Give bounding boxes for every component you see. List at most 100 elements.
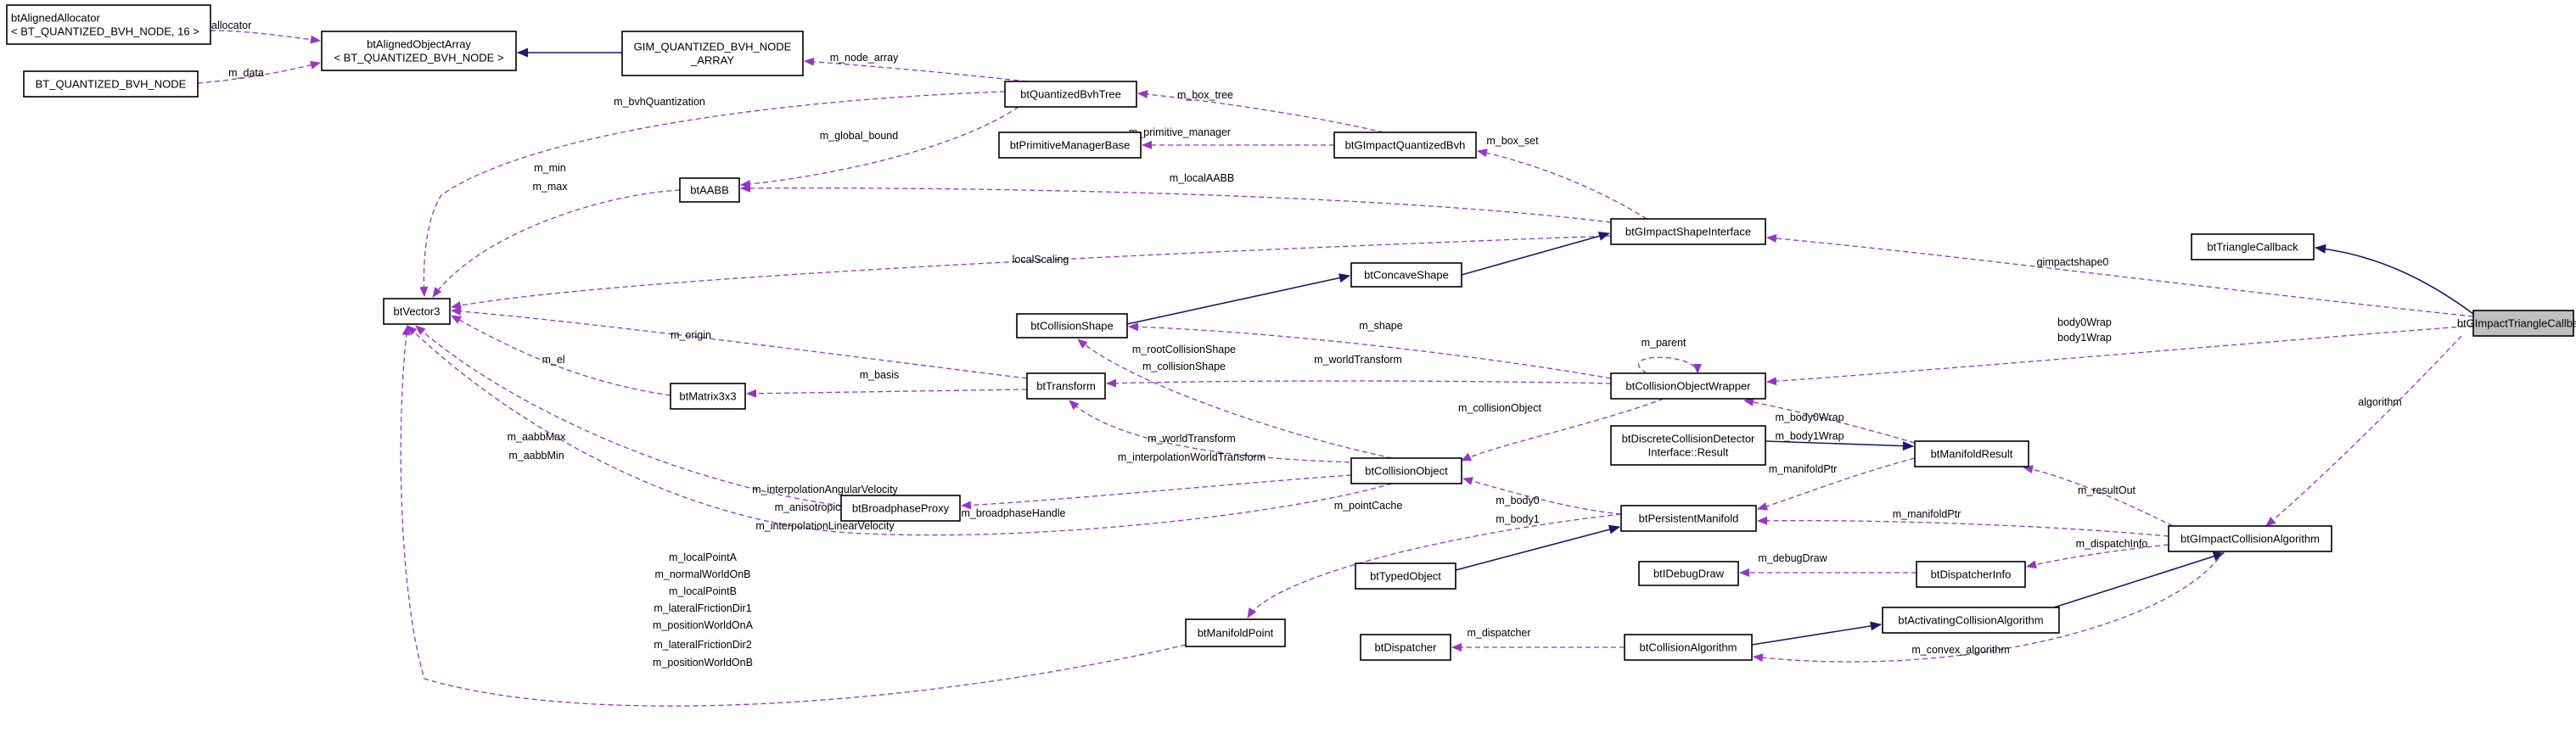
class-node-bt-quantized-bvh-tree[interactable]: btQuantizedBvhTree <box>1004 81 1137 108</box>
class-node-bt-typed-object[interactable]: btTypedObject <box>1355 562 1456 590</box>
class-node-bt-aligned-allocator[interactable]: btAlignedAllocator< BT_QUANTIZED_BVH_NOD… <box>6 4 211 45</box>
class-node-label: btPrimitiveManagerBase <box>1010 139 1131 152</box>
edge-line <box>2314 243 2474 315</box>
class-node-bt-transform[interactable]: btTransform <box>1026 372 1106 400</box>
class-node-gim-quantized-bvh-node-array[interactable]: GIM_QUANTIZED_BVH_NODE_ARRAY <box>621 31 804 76</box>
usage-edge-bt-vector3-to-bt-manifold-point: m_localPointAm_normalWorldOnBm_localPoin… <box>400 325 1187 707</box>
edge-label: m_dispatcher <box>1467 627 1530 639</box>
class-node-label: < BT_QUANTIZED_BVH_NODE > <box>334 52 503 64</box>
class-node-bt-activating-collision-algorithm[interactable]: btActivatingCollisionAlgorithm <box>1882 607 2060 634</box>
class-node-box <box>1882 607 2060 634</box>
class-node-label: btAABB <box>690 184 729 197</box>
class-node-box <box>1360 634 1451 661</box>
edge-line <box>451 306 1028 379</box>
edge-label: m_positionWorldOnB <box>653 657 753 669</box>
usage-edge-bt-vector3-to-bt-matrix3x3: m_el <box>451 315 671 396</box>
edge-line <box>746 389 1028 398</box>
class-node-bt-manifold-result[interactable]: btManifoldResult <box>1914 440 2029 467</box>
edge-line <box>451 235 1612 310</box>
class-node-label: < BT_QUANTIZED_BVH_NODE, 16 > <box>11 25 199 38</box>
class-node-label: Interface::Result <box>1648 446 1729 459</box>
class-node-bt-vector3[interactable]: btVector3 <box>383 298 451 325</box>
class-node-label: btConcaveShape <box>1364 269 1449 282</box>
edge-line <box>1077 339 1393 459</box>
class-node-label: btQuantizedBvhTree <box>1020 88 1121 101</box>
class-node-label: btManifoldResult <box>1931 448 2013 461</box>
edge-label: m_convex_algorithm <box>1911 644 2009 656</box>
class-node-label: btTypedObject <box>1370 570 1441 583</box>
edge-line <box>432 189 681 298</box>
edge-label: m_worldTransform <box>1314 354 1402 366</box>
class-node-bt-collision-object-wrapper[interactable]: btCollisionObjectWrapper <box>1610 372 1766 400</box>
class-node-bt-aabb[interactable]: btAABB <box>679 177 740 203</box>
inheritance-edge-bt-discrete-collision-detector-interface-result-to-bt-manifold-result <box>1765 440 1915 451</box>
class-node-box <box>1350 262 1462 288</box>
edge-label: m_bvhQuantization <box>614 96 705 108</box>
class-node-bt-collision-algorithm[interactable]: btCollisionAlgorithm <box>1624 634 1753 661</box>
class-node-bt-aligned-object-array[interactable]: btAlignedObjectArray< BT_QUANTIZED_BVH_N… <box>321 31 517 71</box>
usage-edge-bt-collision-object-wrapper-to-bt-collision-object-wrapper: m_parent <box>1638 337 1702 374</box>
class-node-bt-collision-object[interactable]: btCollisionObject <box>1350 457 1462 484</box>
edge-label: m_pointCache <box>1334 500 1403 512</box>
class-node-label: btVector3 <box>394 305 441 318</box>
class-node-bt-gimpact-collision-algorithm[interactable]: btGImpactCollisionAlgorithm <box>2168 525 2332 552</box>
class-node-label: btAlignedObjectArray <box>367 38 471 51</box>
usage-edge-bt-vector3-to-bt-transform: m_origin <box>451 306 1028 379</box>
class-node-box <box>1026 372 1106 400</box>
edge-line <box>1137 90 1384 133</box>
class-node-bt-matrix3x3[interactable]: btMatrix3x3 <box>670 383 746 410</box>
class-node-bt-idebug-draw[interactable]: btIDebugDraw <box>1638 561 1739 586</box>
class-node-bt-dispatcher[interactable]: btDispatcher <box>1360 634 1451 661</box>
edge-label: m_body1Wrap <box>1775 430 1844 442</box>
class-node-label: btAlignedAllocator <box>11 12 100 25</box>
class-node-box <box>383 298 451 325</box>
edge-label: m_interpolationAngularVelocity <box>752 484 898 495</box>
usage-edge-bt-manifold-result-to-bt-gimpact-collision-algorithm: m_resultOut <box>2023 465 2174 527</box>
class-node-bt-collision-shape[interactable]: btCollisionShape <box>1016 313 1128 339</box>
usage-edge-bt-vector3-to-bt-quantized-bvh-tree: m_bvhQuantization <box>419 91 1006 297</box>
class-node-bt-discrete-collision-detector-interface-result[interactable]: btDiscreteCollisionDetectorInterface::Re… <box>1610 425 1766 466</box>
class-node-bt-dispatcher-info[interactable]: btDispatcherInfo <box>1916 561 2026 588</box>
class-node-bt-broadphase-proxy[interactable]: btBroadphaseProxy <box>840 495 961 522</box>
edge-label: m_broadphaseHandle <box>961 507 1065 519</box>
class-node-label: btActivatingCollisionAlgorithm <box>1898 614 2043 627</box>
class-node-bt-quantized-bvh-node[interactable]: BT_QUANTIZED_BVH_NODE <box>23 70 199 98</box>
class-node-bt-triangle-callback[interactable]: btTriangleCallback <box>2191 233 2315 260</box>
edge-label: m_localPointB <box>669 585 737 597</box>
class-node-bt-persistent-manifold[interactable]: btPersistentManifold <box>1620 505 1757 532</box>
edge-line <box>407 325 1393 536</box>
edge-label: m_collisionShape <box>1142 361 1226 372</box>
edge-line <box>451 315 671 396</box>
edge-label: m_lateralFrictionDir2 <box>654 639 751 651</box>
usage-edge-bt-transform-to-bt-collision-object-wrapper: m_worldTransform <box>1106 354 1612 388</box>
edge-line <box>1126 273 1351 325</box>
class-node-box <box>1333 131 1477 159</box>
usage-edge-bt-manifold-point-to-bt-persistent-manifold: m_pointCache <box>1247 500 1622 618</box>
edge-line <box>1461 398 1664 462</box>
class-node-label: btCollisionObject <box>1365 465 1448 478</box>
edge-label: m_localAABB <box>1170 172 1234 184</box>
edge-label: m_shape <box>1359 320 1402 332</box>
class-node-box <box>1350 457 1462 484</box>
class-node-bt-gimpact-triangle-callback[interactable]: btGImpactTriangleCallback <box>2457 310 2576 337</box>
class-node-bt-primitive-manager-base[interactable]: btPrimitiveManagerBase <box>998 131 1142 159</box>
class-node-bt-manifold-point[interactable]: btManifoldPoint <box>1185 618 1286 647</box>
class-node-box <box>6 4 211 45</box>
class-node-box <box>621 31 804 76</box>
edge-label: localScaling <box>1013 254 1069 266</box>
class-node-box <box>1016 313 1128 339</box>
class-node-bt-gimpact-shape-interface[interactable]: btGImpactShapeInterface <box>1610 218 1766 245</box>
inheritance-edge-bt-activating-collision-algorithm-to-bt-gimpact-collision-algorithm <box>2053 551 2225 608</box>
class-node-bt-concave-shape[interactable]: btConcaveShape <box>1350 262 1462 288</box>
class-node-label: _ARRAY <box>690 54 734 67</box>
class-node-label: btCollisionShape <box>1030 320 1114 333</box>
class-node-box <box>679 177 740 203</box>
class-node-box <box>1610 425 1766 466</box>
edge-label: m_max <box>533 181 569 193</box>
class-node-bt-gimpact-quantized-bvh[interactable]: btGImpactQuantizedBvh <box>1333 131 1477 159</box>
edge-line <box>1455 524 1621 571</box>
class-node-box <box>1355 562 1456 590</box>
class-node-box <box>1914 440 2029 467</box>
